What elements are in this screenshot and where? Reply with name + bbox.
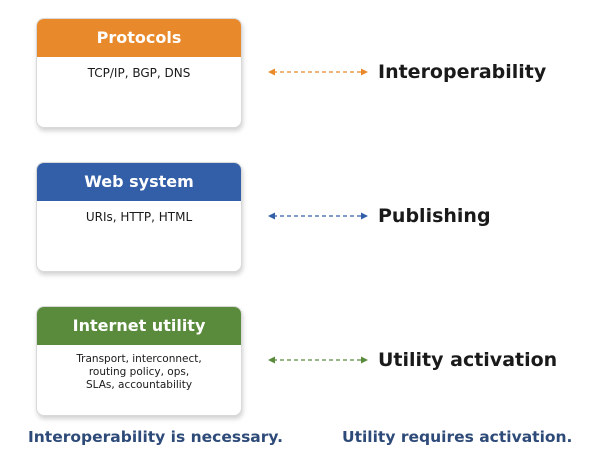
protocols-double-arrow-icon	[268, 68, 368, 76]
internet-utility-double-arrow-icon	[268, 356, 368, 364]
web-system-card: Web system URIs, HTTP, HTML	[36, 162, 242, 272]
internet-utility-body-line: SLAs, accountability	[85, 379, 193, 391]
web-system-double-arrow-icon	[268, 212, 368, 220]
protocols-card-body-line: TCP/IP, BGP, DNS	[87, 66, 191, 80]
interoperability-label: Interoperability	[378, 61, 547, 83]
internet-utility-card-body: Transport, interconnect, routing policy,…	[37, 345, 241, 392]
internet-utility-card-title: Internet utility	[37, 307, 241, 345]
protocols-card-body: TCP/IP, BGP, DNS	[37, 57, 241, 80]
utility-activation-label: Utility activation	[378, 349, 558, 371]
web-system-card-body: URIs, HTTP, HTML	[37, 201, 241, 224]
web-system-card-body-line: URIs, HTTP, HTML	[85, 210, 193, 224]
internet-utility-body-line: routing policy, ops,	[88, 366, 190, 378]
web-system-card-title: Web system	[37, 163, 241, 201]
publishing-label: Publishing	[378, 205, 491, 227]
internet-utility-card: Internet utility Transport, interconnect…	[36, 306, 242, 416]
caption-left: Interoperability is necessary.	[28, 428, 283, 446]
caption-right: Utility requires activation.	[342, 428, 573, 446]
protocols-card: Protocols TCP/IP, BGP, DNS	[36, 18, 242, 128]
protocols-card-title: Protocols	[37, 19, 241, 57]
internet-utility-body-line: Transport, interconnect,	[76, 353, 202, 365]
